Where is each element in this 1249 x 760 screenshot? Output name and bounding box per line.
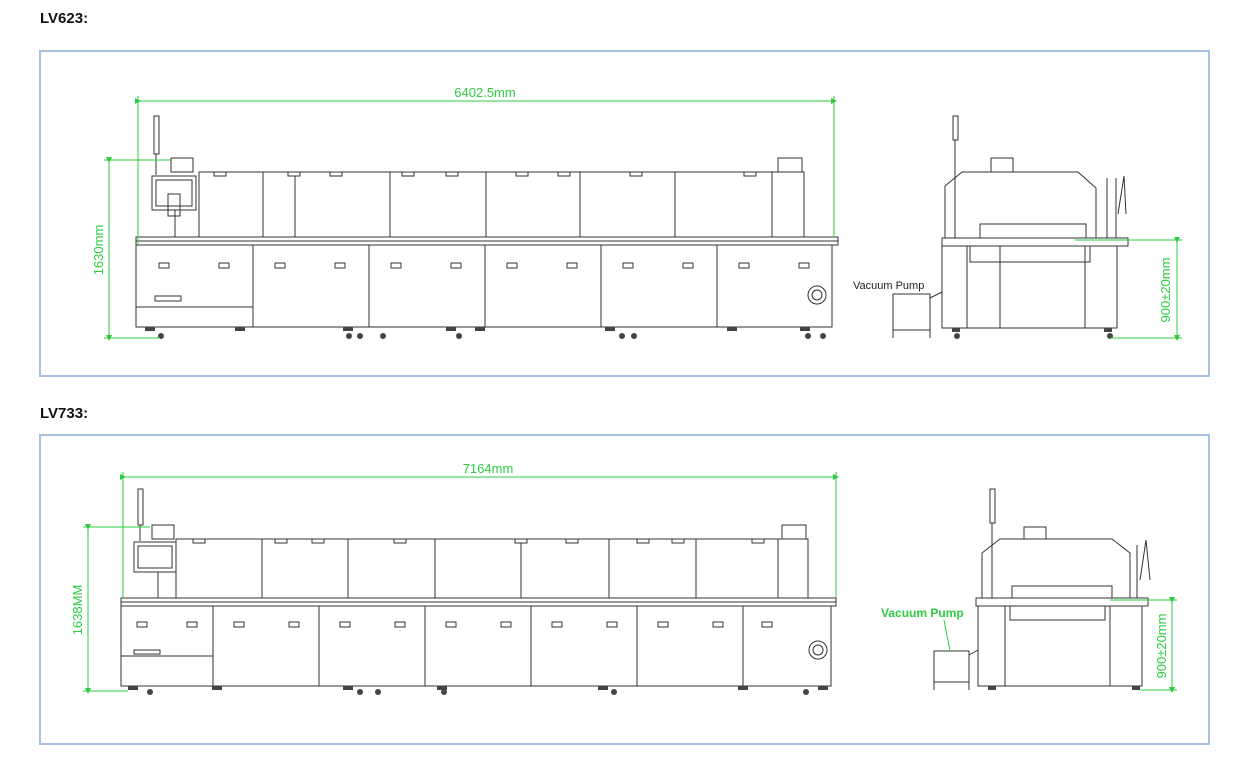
lv623-width-dimension [135,96,837,245]
lv623-side-height-dimension [1075,237,1182,341]
section-heading-lv623: LV623: [40,10,89,27]
lv623-height-label: 1630mm [91,225,106,276]
lv623-side-view [892,115,1129,339]
lv623-height-dimension [104,157,172,341]
lv733-width-dimension [120,472,839,598]
lv733-side-height-label: 900±20mm [1154,614,1169,679]
lv733-side-height-dimension [1110,597,1177,693]
lv733-front-view [120,488,837,695]
lv733-height-dimension [83,524,150,694]
lv733-pump-label: Vacuum Pump [881,606,964,620]
drawing-panel-lv623 [39,50,1210,377]
lv623-front-view [135,115,839,339]
lv733-side-view [933,488,1151,690]
lv623-side-height-label: 900±20mm [1158,258,1173,323]
drawing-panel-lv733 [39,434,1210,745]
lv623-pump-label: Vacuum Pump [853,280,924,292]
lv623-width-label: 6402.5mm [454,85,515,100]
lv733-width-label: 7164mm [463,461,514,476]
section-heading-lv733: LV733: [40,405,89,422]
lv733-height-label: 1638MM [70,585,85,636]
